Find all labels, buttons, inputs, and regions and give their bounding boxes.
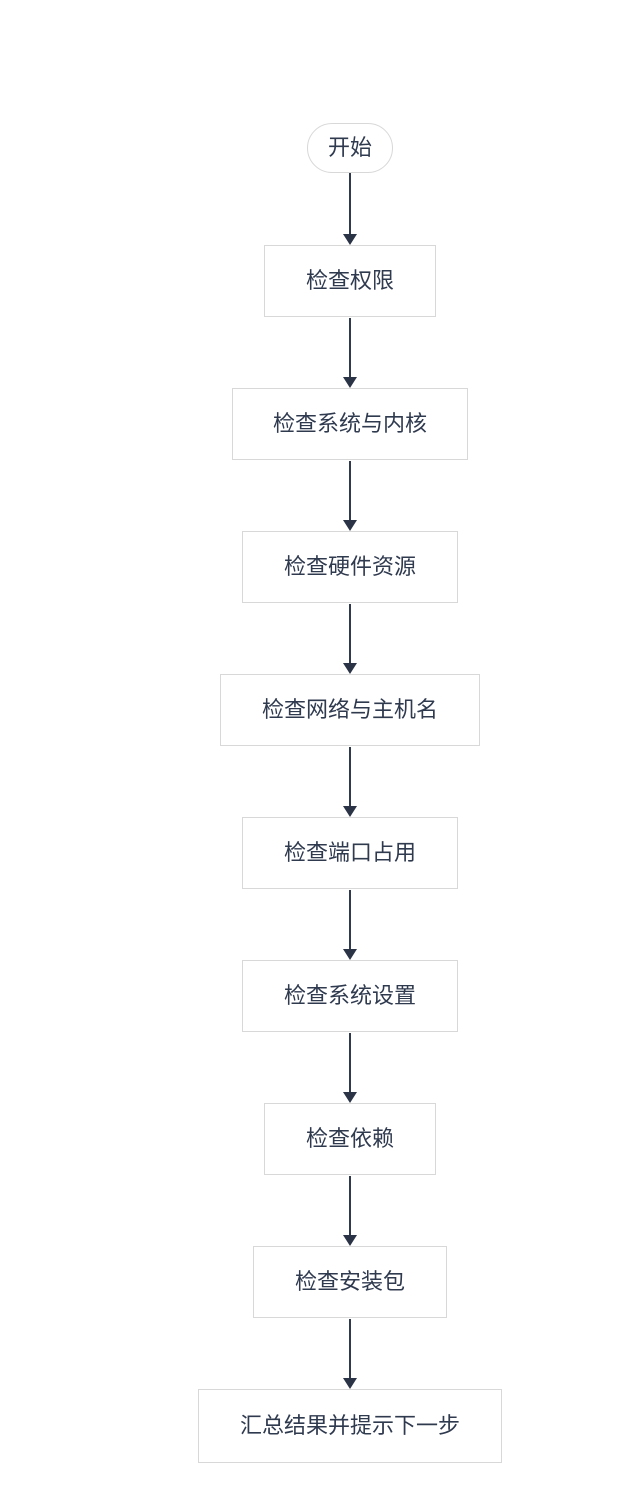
- flow-node-label: 检查系统与内核: [272, 411, 427, 436]
- flow-arrow: [343, 890, 357, 960]
- flow-node-check-hardware: 检查硬件资源: [242, 531, 458, 603]
- flow-node-check-os-kernel: 检查系统与内核: [232, 388, 468, 460]
- flow-node-check-permissions: 检查权限: [264, 245, 436, 317]
- flow-node-start: 开始: [307, 123, 393, 173]
- arrowhead-icon: [343, 1092, 357, 1103]
- flow-node-check-network-hostname: 检查网络与主机名: [220, 674, 480, 746]
- flow-arrow: [343, 604, 357, 674]
- flow-node-label: 开始: [327, 135, 372, 160]
- arrowhead-icon: [343, 520, 357, 531]
- flow-arrow: [343, 173, 357, 245]
- arrowhead-icon: [343, 377, 357, 388]
- flow-arrow: [343, 1176, 357, 1246]
- arrowhead-icon: [343, 949, 357, 960]
- arrow-line: [349, 747, 351, 807]
- arrow-line: [349, 604, 351, 664]
- flow-node-label: 检查硬件资源: [283, 554, 416, 579]
- flow-node-check-system-settings: 检查系统设置: [242, 960, 458, 1032]
- flow-arrow: [343, 1319, 357, 1389]
- arrow-line: [349, 1319, 351, 1379]
- flow-node-label: 检查安装包: [294, 1269, 405, 1294]
- arrow-line: [349, 461, 351, 521]
- flow-arrow: [343, 1033, 357, 1103]
- flow-node-check-install-package: 检查安装包: [253, 1246, 447, 1318]
- flow-node-label: 检查网络与主机名: [261, 697, 438, 722]
- flow-node-check-ports: 检查端口占用: [242, 817, 458, 889]
- flow-node-label: 检查系统设置: [283, 983, 416, 1008]
- flow-arrow: [343, 318, 357, 388]
- flow-node-label: 检查端口占用: [283, 840, 416, 865]
- arrowhead-icon: [343, 1378, 357, 1389]
- arrow-line: [349, 1033, 351, 1093]
- arrow-line: [349, 890, 351, 950]
- arrowhead-icon: [343, 234, 357, 245]
- flow-node-summary-next-step: 汇总结果并提示下一步: [198, 1389, 502, 1463]
- arrow-line: [349, 318, 351, 378]
- flow-node-label: 检查依赖: [305, 1126, 394, 1151]
- flow-node-check-dependencies: 检查依赖: [264, 1103, 436, 1175]
- flow-node-label: 检查权限: [305, 268, 394, 293]
- flow-arrow: [343, 747, 357, 817]
- arrowhead-icon: [343, 663, 357, 674]
- arrow-line: [349, 173, 351, 235]
- flow-node-label: 汇总结果并提示下一步: [239, 1413, 460, 1438]
- arrowhead-icon: [343, 1235, 357, 1246]
- flow-arrow: [343, 461, 357, 531]
- arrow-line: [349, 1176, 351, 1236]
- arrowhead-icon: [343, 806, 357, 817]
